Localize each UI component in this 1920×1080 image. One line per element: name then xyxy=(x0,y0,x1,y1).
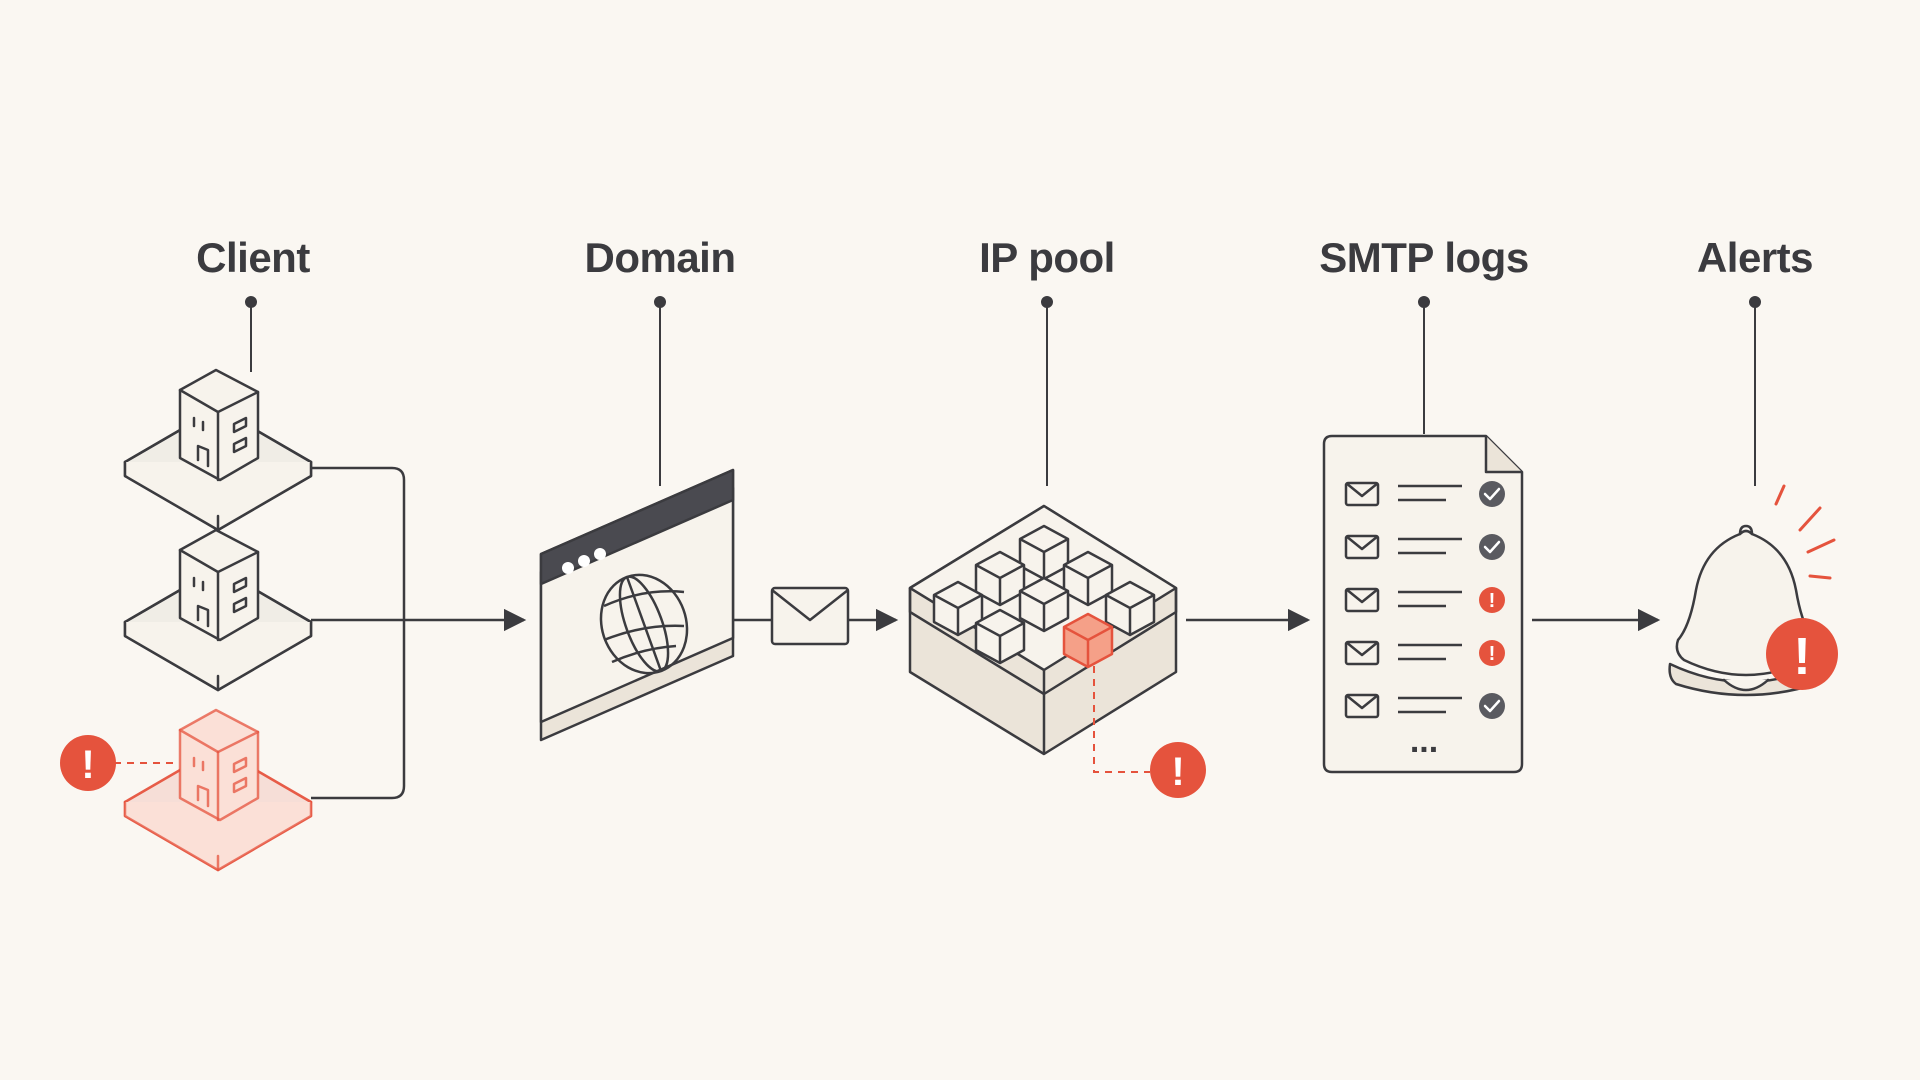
log-entry xyxy=(1344,693,1505,719)
label-connectors xyxy=(245,296,1761,486)
stage-label-ip-pool: IP pool xyxy=(979,234,1115,281)
envelope-icon xyxy=(1344,640,1380,666)
svg-text:!: ! xyxy=(81,743,94,787)
envelope-icon xyxy=(770,586,850,646)
alert-icon: ! xyxy=(1479,587,1505,613)
log-entry xyxy=(1344,481,1505,507)
check-icon xyxy=(1479,481,1505,507)
stage-label-smtp-logs: SMTP logs xyxy=(1319,234,1529,281)
browser-window-icon xyxy=(539,468,735,742)
svg-text:!: ! xyxy=(1171,750,1184,794)
alert-icon: ! xyxy=(1150,742,1206,798)
log-entry: ! xyxy=(1344,587,1505,613)
building-icon xyxy=(123,368,313,532)
ip-pool-cubes-icon xyxy=(908,504,1178,756)
building-icon xyxy=(123,528,313,692)
envelope-icon xyxy=(1344,587,1380,613)
alert-icon: ! xyxy=(60,735,116,791)
more-indicator: ... xyxy=(1410,722,1438,760)
alert-icon: ! xyxy=(1766,618,1838,690)
log-entry xyxy=(1344,534,1505,560)
log-document-icon xyxy=(1322,434,1524,774)
envelope-icon xyxy=(1344,481,1380,507)
alert-icon: ! xyxy=(1479,640,1505,666)
svg-text:!: ! xyxy=(1489,590,1496,612)
stage-label-client: Client xyxy=(196,234,310,281)
building-icon-alert xyxy=(123,708,313,872)
envelope-icon xyxy=(1344,534,1380,560)
bell-ring-lines xyxy=(1774,484,1836,580)
check-icon xyxy=(1479,693,1505,719)
svg-text:!: ! xyxy=(1489,643,1496,665)
stage-label-domain: Domain xyxy=(584,234,736,281)
log-entries: !! xyxy=(1344,481,1505,719)
globe-icon xyxy=(599,573,689,675)
client-buildings xyxy=(123,368,313,872)
log-entry: ! xyxy=(1344,640,1505,666)
envelope-icon xyxy=(1344,693,1380,719)
svg-text:!: ! xyxy=(1793,628,1810,686)
ippool-alert-link xyxy=(1093,666,1150,773)
client-merge-connector xyxy=(311,466,527,800)
check-icon xyxy=(1479,534,1505,560)
stage-label-alerts: Alerts xyxy=(1696,234,1814,281)
